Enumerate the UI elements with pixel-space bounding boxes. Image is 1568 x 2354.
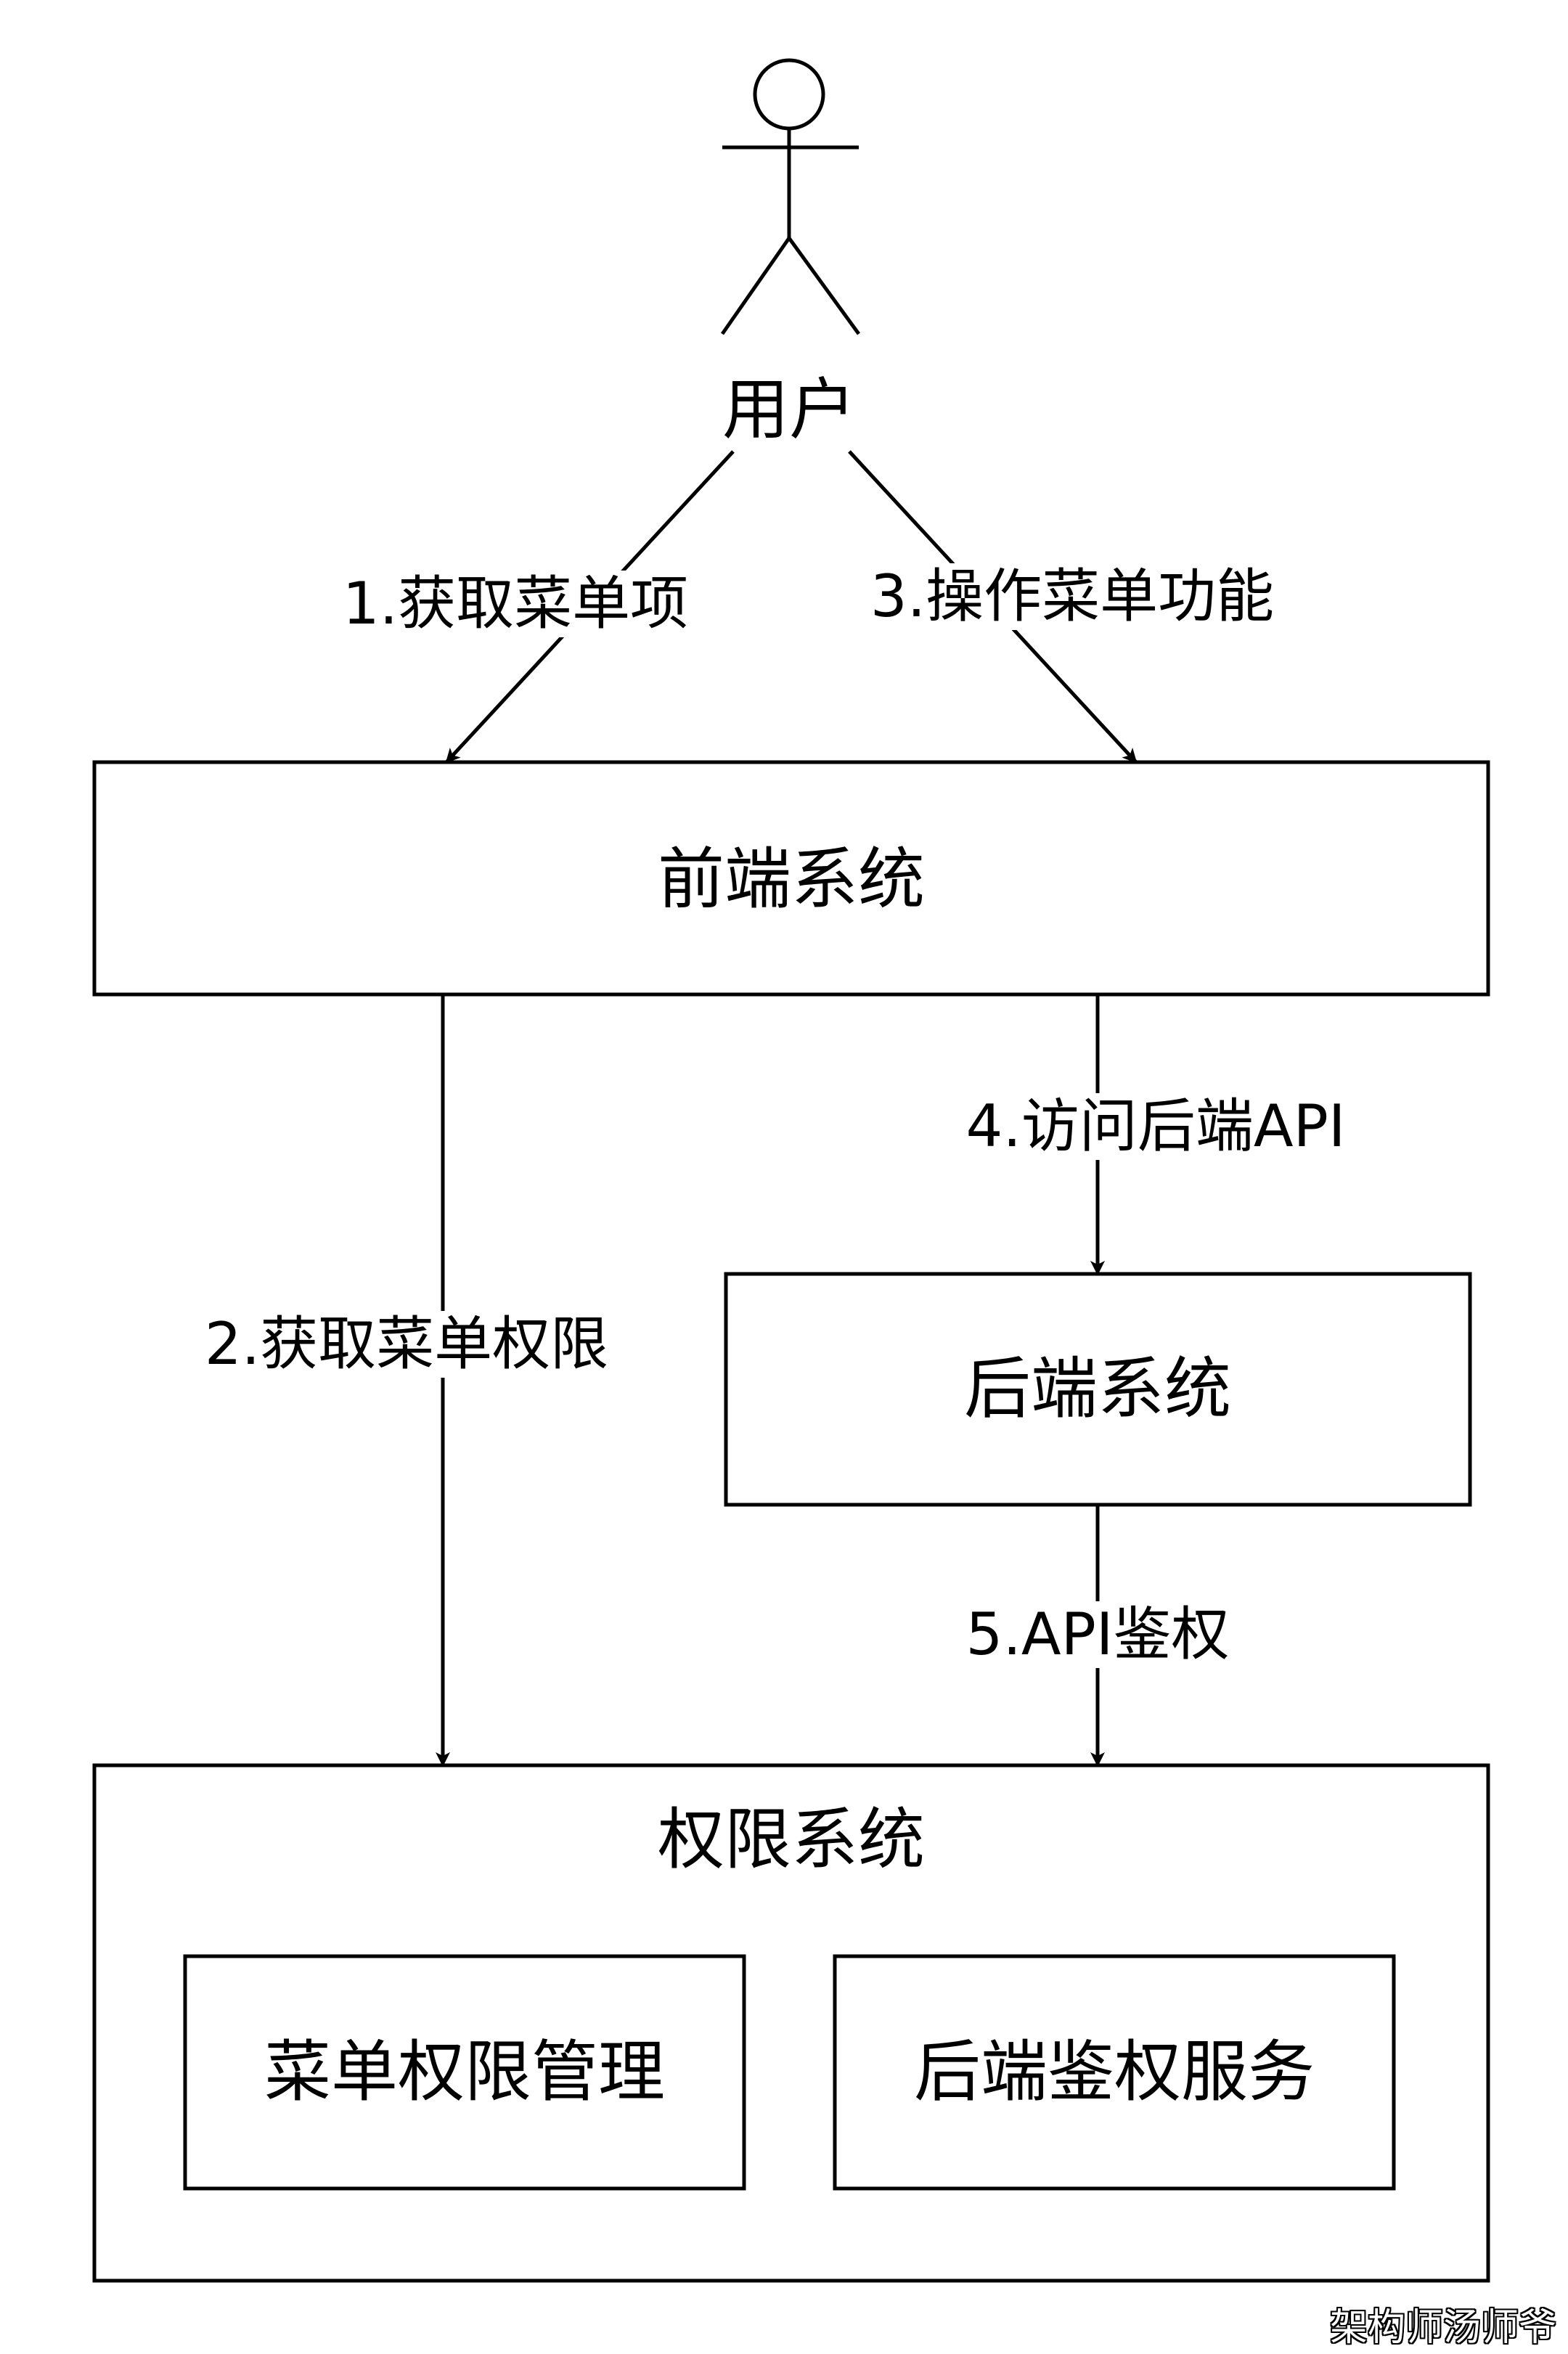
permission-system-box	[92, 1763, 1490, 2283]
actor-head	[753, 58, 825, 131]
menu-permission-mgmt-box	[183, 1954, 746, 2191]
edge-label-step3: 3.操作菜单功能	[864, 563, 1281, 630]
watermark: 架构师汤师爷	[1329, 2306, 1556, 2350]
backend-auth-service-box	[833, 1954, 1396, 2191]
user-actor-icon	[720, 58, 861, 335]
actor-right-leg	[787, 237, 861, 335]
permission-system-label: 权限系统	[657, 1801, 926, 1879]
edge-label-step5: 5.API鉴权	[960, 1601, 1236, 1668]
menu-permission-mgmt-label: 菜单权限管理	[264, 2033, 666, 2111]
edge-label-step4: 4.访问后端API	[960, 1093, 1352, 1160]
actor-label: 用户	[722, 371, 857, 449]
edge-label-step1: 1.获取菜单项	[336, 571, 695, 637]
frontend-system-box	[92, 760, 1490, 997]
backend-system-label: 后端系统	[963, 1350, 1232, 1428]
edge-label-step2: 2.获取菜单权限	[198, 1311, 615, 1378]
backend-auth-service-label: 后端鉴权服务	[913, 2033, 1315, 2111]
frontend-system-label: 前端系统	[657, 841, 926, 918]
actor-left-leg	[720, 237, 791, 335]
